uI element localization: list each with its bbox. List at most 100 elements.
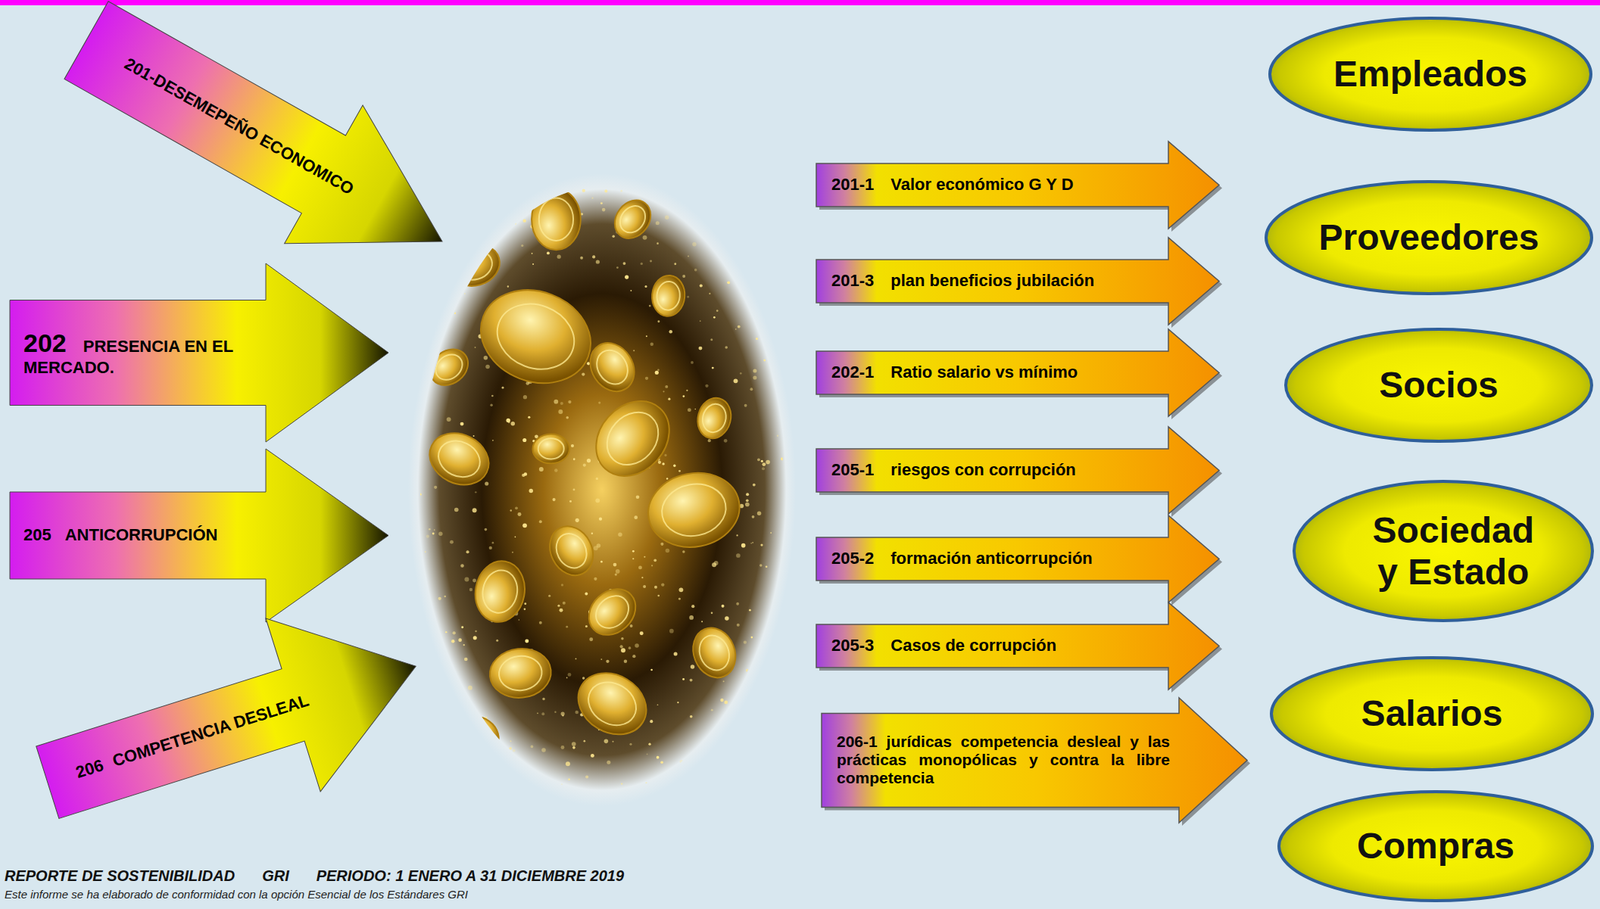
sparkle <box>630 290 632 292</box>
arrow-body <box>9 263 389 443</box>
sparkle <box>571 742 577 747</box>
sparkle <box>686 296 690 299</box>
sparkle <box>657 595 660 598</box>
text-block: 202-1Ratio salario vs mínimo <box>831 362 1078 382</box>
sparkle <box>509 740 512 743</box>
sparkle <box>581 372 585 376</box>
sparkle <box>628 646 632 650</box>
sparkle <box>449 540 454 545</box>
indicator-arrow: 205-2formación anticorrupción <box>816 515 1220 603</box>
text-block: Socios <box>1378 364 1498 406</box>
sparkle <box>689 679 693 683</box>
sparkle <box>654 586 658 590</box>
sparkle <box>770 532 772 534</box>
ellipse-body <box>1294 481 1593 621</box>
sparkle <box>723 701 728 705</box>
text-block: 205ANTICORRUPCIÓN <box>23 525 218 545</box>
arrow-body <box>821 698 1248 824</box>
sparkle <box>567 673 572 677</box>
coin <box>531 188 581 250</box>
sparkle <box>645 377 649 381</box>
sparkle <box>546 252 550 256</box>
sparkle <box>474 491 477 493</box>
topic-code: 201-3 <box>831 271 874 291</box>
sparkle <box>721 605 725 609</box>
sparkle <box>668 330 673 334</box>
stakeholder-ellipse: Compras <box>1276 789 1595 904</box>
sparkle <box>765 565 768 568</box>
sparkle <box>646 754 649 756</box>
topic-code: 202-1 <box>831 362 874 382</box>
report-note: PERIODO: 1 ENERO A 31 DICIEMBRE 2019 <box>316 867 624 885</box>
sparkle <box>539 520 543 524</box>
text-block: 202PRESENCIA EN EL MERCADO. <box>23 328 319 378</box>
sparkle <box>454 508 459 513</box>
sparkle <box>661 462 665 465</box>
sparkle <box>645 335 648 337</box>
sparkle <box>745 669 749 673</box>
sparkle <box>554 468 558 472</box>
sparkle <box>554 711 556 713</box>
sparkle <box>745 492 749 496</box>
text-block: Proveedores <box>1319 216 1540 259</box>
ellipse-body <box>1266 181 1592 294</box>
sparkle <box>751 636 754 640</box>
sparkle <box>776 434 779 437</box>
sparkle <box>467 686 473 691</box>
sparkle <box>713 316 716 319</box>
sparkle <box>510 509 512 512</box>
arrow-body <box>816 141 1220 229</box>
coin <box>607 193 659 246</box>
sparkle <box>761 462 766 467</box>
sparkle <box>716 309 719 312</box>
sparkle <box>561 745 565 750</box>
sparkle <box>654 371 659 375</box>
sparkle <box>690 664 695 669</box>
topic-code: 205 <box>23 525 52 545</box>
sparkle <box>736 534 738 537</box>
sparkle <box>580 256 584 260</box>
sparkle <box>757 458 761 462</box>
sparkle <box>737 325 741 329</box>
coin <box>532 433 570 465</box>
sparkle <box>673 652 678 657</box>
sparkle <box>649 260 652 263</box>
sparkle <box>472 579 477 584</box>
arrow-body <box>816 329 1220 417</box>
text-block: 206-1 jurídicas competencia desleal y la… <box>836 732 1170 788</box>
footer-line: REPORTE DE SOSTENIBILIDADGRIPERIODO: 1 E… <box>4 867 652 886</box>
sparkle <box>483 355 488 360</box>
sparkle <box>464 658 468 662</box>
sparkle <box>682 274 686 278</box>
sparkle <box>689 615 694 621</box>
arrow-body <box>9 449 389 623</box>
sparkle <box>469 588 473 592</box>
sparkle <box>678 598 681 601</box>
sparkle <box>558 409 563 415</box>
sparkle <box>645 782 647 784</box>
arrow-body <box>816 427 1220 515</box>
footer-line: Este informe se ha elaborado de conformi… <box>4 888 652 902</box>
sparkle <box>573 489 576 492</box>
indicator-arrow: 201-3plan beneficios jubilación <box>816 237 1220 325</box>
sparkle <box>657 320 660 323</box>
sparkle <box>630 624 634 628</box>
topic-code: 205-3 <box>831 636 874 655</box>
sparkle <box>616 266 619 269</box>
sparkle <box>586 458 591 463</box>
sparkle <box>640 262 643 266</box>
sparkle <box>553 399 559 405</box>
sparkle <box>678 470 681 473</box>
stakeholder-name: Compras <box>1356 826 1515 867</box>
sparkle <box>704 384 708 388</box>
sparkle <box>694 268 698 272</box>
sparkle <box>748 609 752 612</box>
sparkle <box>595 477 599 481</box>
sparkle <box>611 235 615 238</box>
topic-label: Valor económico G Y D <box>890 174 1073 194</box>
sparkle <box>682 550 685 553</box>
report-note: GRI <box>261 867 290 885</box>
sparkle <box>752 375 757 380</box>
sparkle <box>432 533 435 536</box>
sparkle <box>648 743 651 746</box>
